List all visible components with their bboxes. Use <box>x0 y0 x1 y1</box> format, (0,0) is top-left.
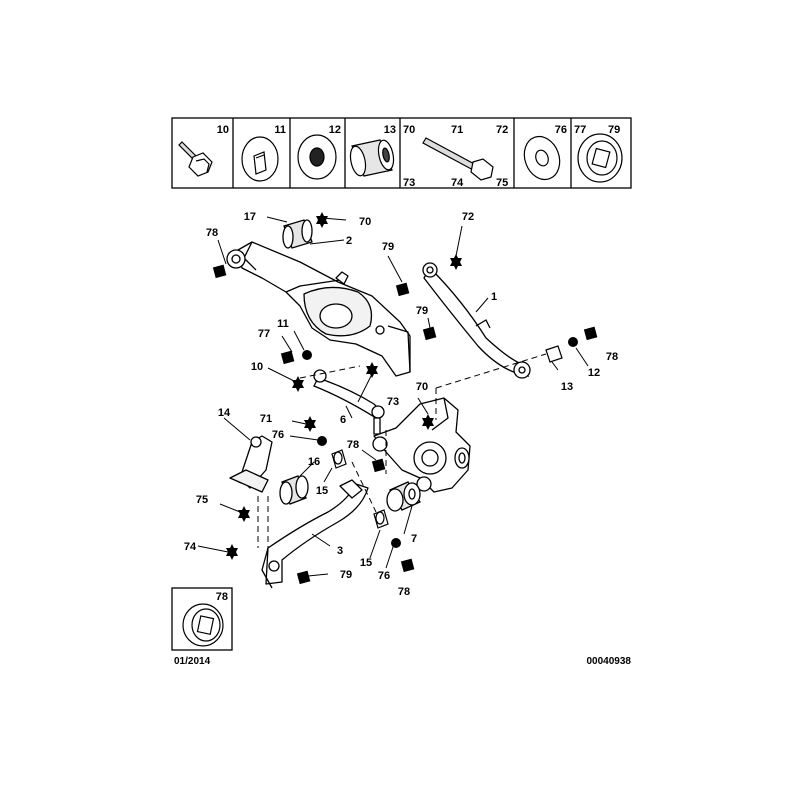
parts-header-strip <box>171 117 632 189</box>
lower-link-6 <box>313 369 385 435</box>
callout-70-mid: 70 <box>416 381 428 393</box>
slotted-washer-icon <box>241 136 279 182</box>
callout-1: 1 <box>491 291 497 303</box>
callout-labels: 17 70 2 78 72 79 1 77 11 79 78 13 12 10 … <box>184 211 618 598</box>
bushing-sleeve-icon <box>349 139 395 177</box>
nut-icon <box>297 134 337 180</box>
footer-reference: 00040938 <box>587 656 632 667</box>
header-num-11: 11 <box>274 124 286 136</box>
callout-15-lower: 15 <box>360 557 372 569</box>
callout-11: 11 <box>277 318 289 330</box>
inset-part-78: 78 <box>171 587 233 651</box>
callout-3: 3 <box>337 545 343 557</box>
header-num-72: 72 <box>496 124 508 136</box>
callout-10: 10 <box>251 361 263 373</box>
header-num-12: 12 <box>329 124 341 136</box>
eccentric-bushing-icon <box>182 603 224 647</box>
bushing-17 <box>282 219 313 249</box>
header-num-73: 73 <box>403 177 415 189</box>
callout-74: 74 <box>184 541 197 553</box>
callout-76-lower: 76 <box>378 570 390 582</box>
callout-77: 77 <box>258 328 270 340</box>
eccentric-washer-icon <box>577 133 623 183</box>
callout-17: 17 <box>244 211 256 223</box>
square-markers <box>212 264 598 585</box>
callout-7: 7 <box>411 533 417 545</box>
header-num-79: 79 <box>608 124 620 136</box>
callout-79-upper: 79 <box>382 241 394 253</box>
callout-78-left: 78 <box>206 227 218 239</box>
header-numbers: 10 11 12 13 70 71 72 73 74 75 76 77 79 <box>217 124 621 189</box>
bolt-icon <box>178 141 213 177</box>
bushing-15-upper <box>331 449 347 469</box>
callout-72: 72 <box>462 211 474 223</box>
footer-date: 01/2014 <box>174 656 211 667</box>
bushing-13 <box>545 345 563 363</box>
callout-6: 6 <box>340 414 346 426</box>
bushing-16 <box>279 475 309 505</box>
dot-markers <box>302 337 578 548</box>
header-num-71: 71 <box>451 124 463 136</box>
callout-71: 71 <box>260 413 272 425</box>
hub-carrier <box>372 397 471 493</box>
callout-70-top: 70 <box>359 216 371 228</box>
header-num-75: 75 <box>496 177 508 189</box>
callout-13: 13 <box>561 381 573 393</box>
header-num-13: 13 <box>384 124 396 136</box>
callout-16: 16 <box>308 456 320 468</box>
cross-markers <box>226 212 462 560</box>
callout-79-mid: 79 <box>416 305 428 317</box>
header-num-76: 76 <box>555 124 567 136</box>
assembly-guides <box>257 353 547 548</box>
inset-label: 78 <box>216 591 228 603</box>
long-bolt-icon <box>422 137 494 181</box>
callout-78-mid: 78 <box>347 439 359 451</box>
bracket-14 <box>229 435 273 493</box>
upper-link-arm <box>422 262 531 379</box>
rear-crossmember <box>226 241 411 377</box>
header-num-77: 77 <box>574 124 586 136</box>
header-num-70: 70 <box>403 124 415 136</box>
callout-73: 73 <box>387 396 399 408</box>
callout-78-right: 78 <box>606 351 618 363</box>
washer-icon <box>523 135 561 181</box>
callout-14: 14 <box>218 407 231 419</box>
callout-12: 12 <box>588 367 600 379</box>
bushing-15-lower <box>373 509 389 529</box>
callout-75: 75 <box>196 494 208 506</box>
header-frame <box>171 117 632 189</box>
callout-76-mid: 76 <box>272 429 284 441</box>
bushing-7 <box>386 481 421 512</box>
callout-78-lower: 78 <box>398 586 410 598</box>
callout-15-upper: 15 <box>316 485 328 497</box>
leader-lines <box>197 216 589 577</box>
header-num-10: 10 <box>217 124 229 136</box>
callout-2: 2 <box>346 235 352 247</box>
header-num-74: 74 <box>451 177 464 189</box>
trailing-arm-3 <box>261 479 369 589</box>
callout-79-lower: 79 <box>340 569 352 581</box>
